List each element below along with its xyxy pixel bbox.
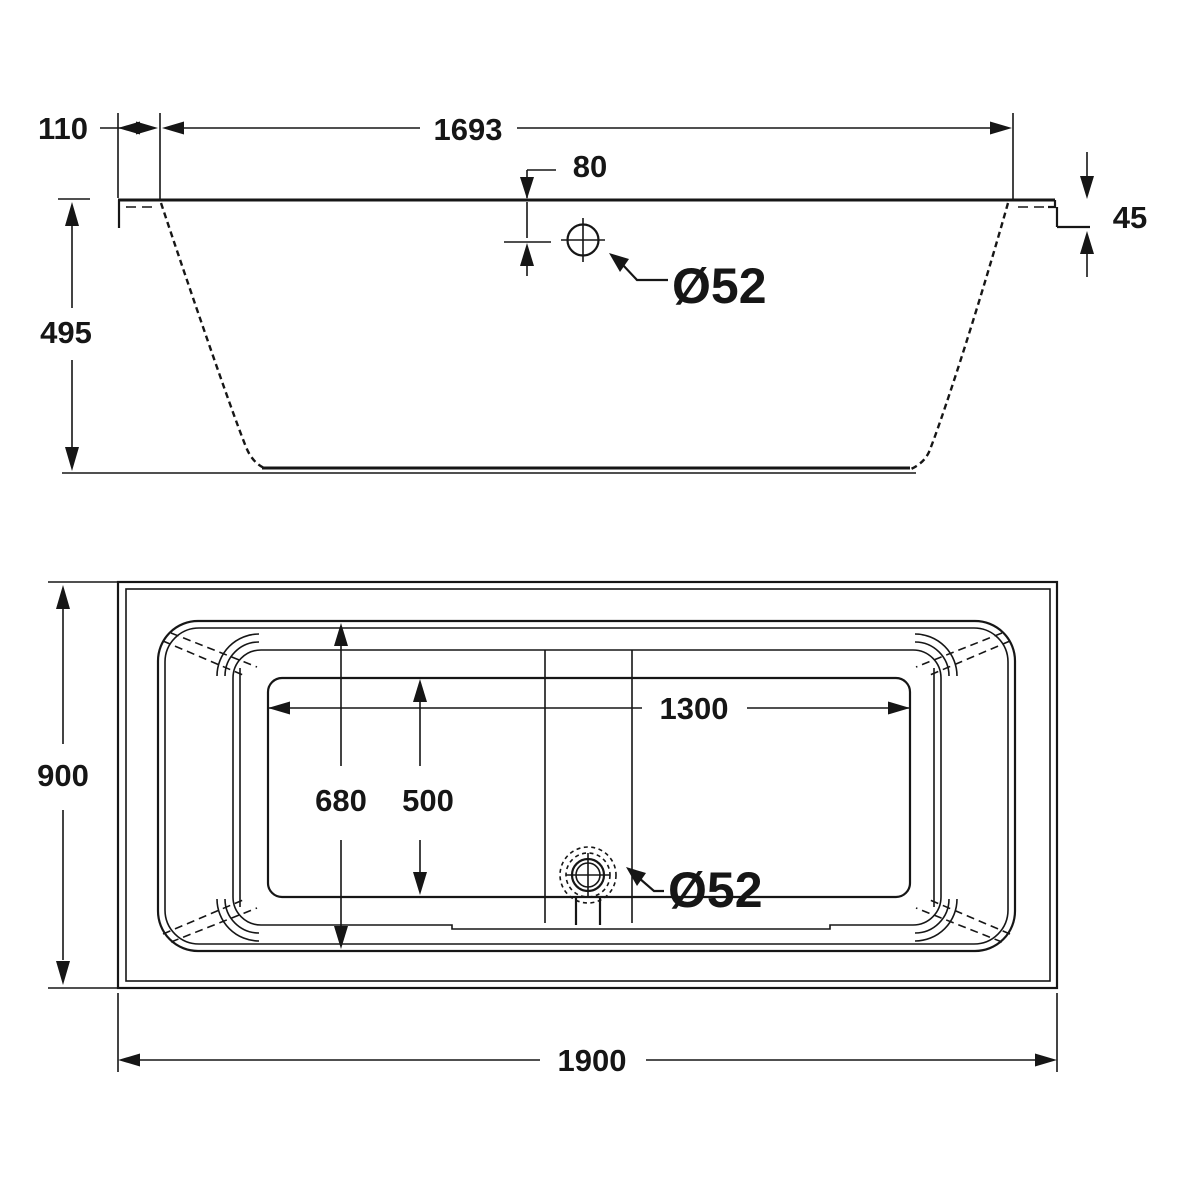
corner-arcs-bottom-left — [216, 898, 260, 942]
dim-1900: 1900 — [117, 993, 1058, 1078]
dim-500: 500 — [402, 679, 454, 895]
dim-110-arrow-left — [118, 121, 140, 135]
dim-495-lines — [58, 198, 90, 448]
center-flat-section-lines — [544, 650, 633, 923]
dim-495-label: 495 — [40, 315, 92, 350]
dim-1300-arrow-left — [268, 701, 290, 715]
dim-900-arrow-bottom — [56, 961, 70, 985]
rim-outer-second-rect — [164, 627, 1009, 945]
dim-900-arrow-top — [56, 585, 70, 609]
dim-1300-label: 1300 — [660, 691, 729, 726]
dim-1900-lines — [117, 993, 1058, 1072]
dim-45-arrow-up — [1080, 231, 1094, 254]
callout-overflow-diameter: Ø52 — [609, 253, 767, 314]
dim-80-label: 80 — [573, 149, 607, 184]
dim-680-arrow-bottom — [334, 926, 348, 949]
dim-45: 45 — [1080, 152, 1147, 277]
dim-1900-label: 1900 — [558, 1043, 627, 1078]
drain-outer-dashed-ring — [559, 846, 617, 904]
dim-900: 900 — [37, 581, 117, 989]
drain-waste-legs — [574, 897, 602, 925]
overflow-diameter-label: Ø52 — [672, 258, 767, 314]
dim-495-arrow-top — [65, 202, 79, 226]
corner-dashes-bottom-right — [915, 899, 1011, 943]
drain-symbol — [559, 846, 617, 925]
dim-500-arrow-top — [413, 679, 427, 702]
drain-leader-line — [638, 877, 664, 893]
drain-leader-arrowhead — [626, 867, 646, 886]
dim-110: 110 — [38, 111, 161, 199]
plan-view: Ø52 1300 680 500 900 — [37, 580, 1059, 1078]
left-wall-slope — [159, 202, 265, 470]
dim-495: 495 — [40, 198, 92, 471]
dim-80-arrow-down — [520, 177, 534, 199]
outer-border-rect — [116, 580, 1059, 990]
corner-dashes-top-left — [162, 632, 258, 676]
outer-border-inner-rect — [125, 588, 1051, 982]
dim-1693-arrow-right — [990, 121, 1012, 135]
mid-contour — [232, 649, 942, 930]
dim-500-label: 500 — [402, 783, 454, 818]
dim-495-arrow-bottom — [65, 447, 79, 471]
dim-1300: 1300 — [268, 691, 910, 726]
dim-1693: 1693 — [162, 112, 1014, 199]
dim-680: 680 — [315, 623, 367, 949]
dim-1693-label: 1693 — [434, 112, 503, 147]
dim-1900-arrow-right — [1035, 1053, 1057, 1067]
corner-arcs-top-left — [216, 633, 260, 677]
dim-80-arrow-up — [520, 243, 534, 266]
callout-drain-diameter: Ø52 — [626, 862, 763, 918]
overflow-crosshair — [561, 218, 605, 262]
overflow-leader-line — [621, 263, 668, 282]
dim-900-lines — [48, 581, 117, 989]
dim-500-arrow-bottom — [413, 872, 427, 895]
corner-dashes-top-right — [915, 632, 1011, 676]
dim-680-label: 680 — [315, 783, 367, 818]
dim-110-arrow-right — [136, 121, 158, 135]
end-wall-pair-lines — [239, 668, 935, 907]
dim-110-label: 110 — [38, 111, 88, 146]
dim-1300-arrow-right — [888, 701, 910, 715]
corner-arcs-bottom-right — [914, 898, 958, 942]
overflow-symbol — [561, 218, 605, 262]
dim-1693-lines — [184, 113, 1014, 199]
dim-900-label: 900 — [37, 758, 89, 793]
right-wall-slope — [910, 202, 1010, 471]
rim-outer-rect — [156, 619, 1017, 953]
overflow-leader-arrowhead — [609, 253, 629, 272]
dim-80: 80 — [504, 149, 607, 276]
dim-45-arrow-down — [1080, 176, 1094, 199]
right-rim-step — [1048, 200, 1090, 229]
dim-680-arrow-top — [334, 623, 348, 646]
dim-1900-arrow-left — [118, 1053, 140, 1067]
dim-1693-arrow-left — [162, 121, 184, 135]
side-view: 110 1693 495 80 45 — [38, 111, 1147, 474]
dim-45-label: 45 — [1113, 200, 1147, 235]
drain-crosshair — [566, 853, 610, 897]
drain-diameter-label: Ø52 — [668, 862, 763, 918]
corner-arcs-top-right — [914, 633, 958, 677]
corner-dashes-bottom-left — [162, 899, 258, 943]
